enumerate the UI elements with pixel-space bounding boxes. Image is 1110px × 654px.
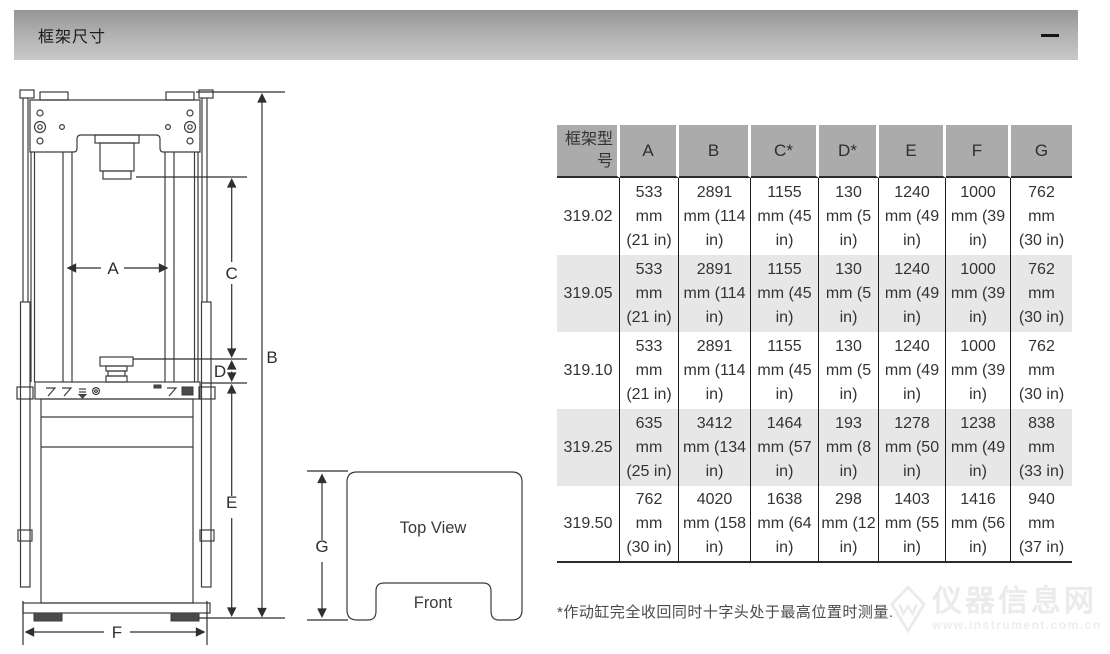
dim-label-a: A (107, 259, 119, 278)
column-header: E (879, 125, 946, 178)
crosshead (29, 91, 201, 153)
value-cell: 3412 mm (134 in) (679, 409, 751, 486)
dim-label-f: F (112, 623, 122, 642)
dim-label-e: E (226, 493, 237, 512)
dimension-arrows (24, 93, 327, 637)
value-cell: 4020 mm (158 in) (679, 486, 751, 563)
top-view-label: Top View (400, 519, 467, 537)
value-cell: 762 mm (30 in) (620, 486, 679, 563)
value-cell: 762 mm (30 in) (1011, 255, 1072, 332)
model-cell: 319.25 (557, 409, 620, 486)
value-cell: 2891 mm (114 in) (679, 332, 751, 409)
value-cell: 1000 mm (39 in) (946, 332, 1011, 409)
value-cell: 1240 mm (49 in) (879, 255, 946, 332)
value-cell: 762 mm (30 in) (1018, 337, 1065, 403)
section-header[interactable]: 框架尺寸 (14, 10, 1078, 60)
value-cell: 2891 mm (114 in) (679, 178, 751, 255)
machine-body (22, 398, 211, 622)
model-cell: 319.02 (557, 178, 620, 255)
column-header: D* (819, 125, 879, 178)
value-cell: 130 mm (5 in) (819, 332, 879, 409)
value-cell: 1000 mm (39 in) (946, 255, 1011, 332)
front-label: Front (414, 594, 453, 612)
value-cell: 193 mm (8 in) (819, 409, 879, 486)
value-cell: 2891 mm (114 in) (679, 255, 751, 332)
value-cell: 533 mm (21 in) (620, 178, 679, 255)
site-watermark: 仪器信息网 www.instrument.com.cn (889, 584, 1102, 634)
value-cell: 1403 mm (55 in) (879, 486, 946, 563)
column-header: G (1011, 125, 1072, 178)
value-cell: 1240 mm (49 in) (879, 178, 946, 255)
model-cell: 319.10 (557, 332, 620, 409)
column-header: B (679, 125, 751, 178)
minus-icon (1041, 33, 1059, 37)
value-cell: 1278 mm (50 in) (879, 409, 946, 486)
model-cell: 319.05 (557, 255, 620, 332)
side-rods (16, 89, 216, 588)
platen (99, 356, 134, 383)
dim-label-c: C (226, 264, 238, 283)
value-cell: 298 mm (12 in) (819, 486, 879, 563)
value-cell: 1000 mm (39 in) (946, 178, 1011, 255)
actuator (94, 134, 140, 180)
value-cell: 1155 mm (45 in) (751, 332, 819, 409)
datum-lines (22, 91, 348, 645)
collapse-button[interactable] (1038, 10, 1062, 60)
value-cell: 1238 mm (49 in) (946, 409, 1011, 486)
table-footnote: *作动缸完全收回同时十字头处于最高位置时测量. (557, 604, 894, 621)
watermark-site-url: www.instrument.com.cn (932, 617, 1102, 632)
top-view-outline (346, 471, 523, 621)
section-title: 框架尺寸 (38, 29, 107, 46)
columns (30, 152, 199, 382)
value-cell: 1155 mm (45 in) (751, 255, 819, 332)
model-cell: 319.50 (557, 486, 620, 563)
value-cell: 940 mm (37 in) (1011, 486, 1072, 563)
column-header: C* (751, 125, 819, 178)
value-cell: 1155 mm (45 in) (751, 178, 819, 255)
control-panel (34, 381, 201, 400)
value-cell: 838 mm (33 in) (1011, 409, 1072, 486)
value-cell: 533 mm (21 in) (620, 255, 679, 332)
value-cell: 1240 mm (49 in) (879, 332, 946, 409)
column-header: F (946, 125, 1011, 178)
value-cell: 533 mm (21 in) (620, 332, 679, 409)
value-cell: 130 mm (5 in) (819, 255, 879, 332)
watermark-logo-icon (890, 585, 926, 634)
value-cell: 1464 mm (57 in) (751, 409, 819, 486)
value-cell: 130 mm (5 in) (819, 178, 879, 255)
frame-dimension-diagram: A B C D E F G Top View Front (16, 89, 523, 645)
value-cell: 635 mm (25 in) (620, 409, 679, 486)
dim-label-d: D (214, 362, 226, 381)
dim-label-b: B (266, 348, 277, 367)
column-header: 框架型号 (557, 125, 620, 178)
value-cell: 762 mm (30 in) (1018, 183, 1065, 249)
value-cell: 1638 mm (64 in) (751, 486, 819, 563)
column-header: A (620, 125, 679, 178)
value-cell: 1416 mm (56 in) (946, 486, 1011, 563)
dim-label-g: G (315, 537, 328, 556)
watermark-site-name: 仪器信息网 (932, 584, 1097, 618)
